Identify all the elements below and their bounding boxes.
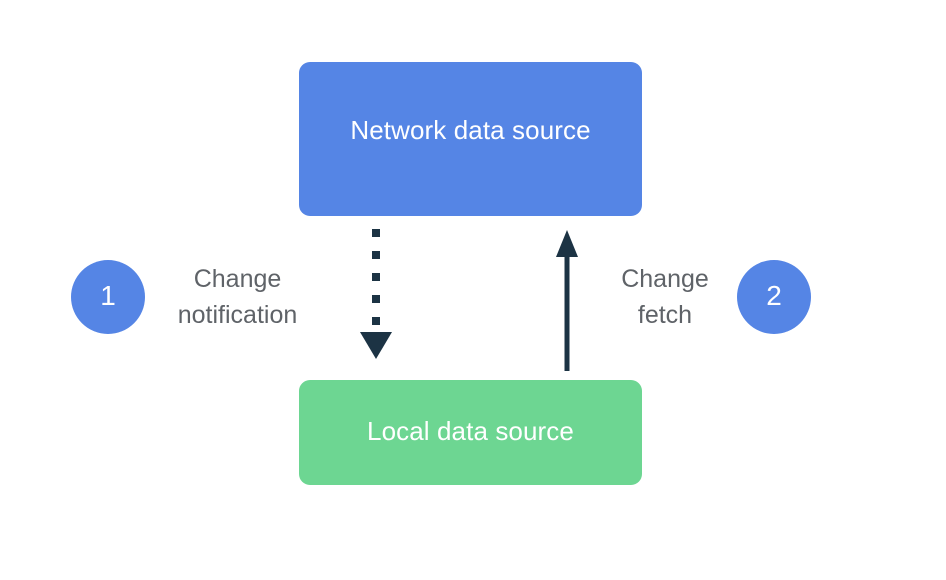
node-network-data-source[interactable]: Network data source: [299, 62, 642, 216]
arrow-down-dotted-icon: [360, 229, 392, 359]
edge-label-change-fetch: Change fetch: [621, 265, 709, 329]
node-local-data-source[interactable]: Local data source: [299, 380, 642, 485]
step-badge-1-label: 1: [100, 280, 116, 311]
arrow-up-solid-icon: [556, 230, 578, 371]
node-local-data-source-label: Local data source: [367, 415, 574, 446]
step-badge-2[interactable]: 2: [737, 260, 811, 334]
step-badge-2-label: 2: [766, 280, 782, 311]
node-network-data-source-label: Network data source: [350, 115, 591, 145]
step-badge-1[interactable]: 1: [71, 260, 145, 334]
edge-label-change-notification: Change notification: [177, 265, 298, 329]
